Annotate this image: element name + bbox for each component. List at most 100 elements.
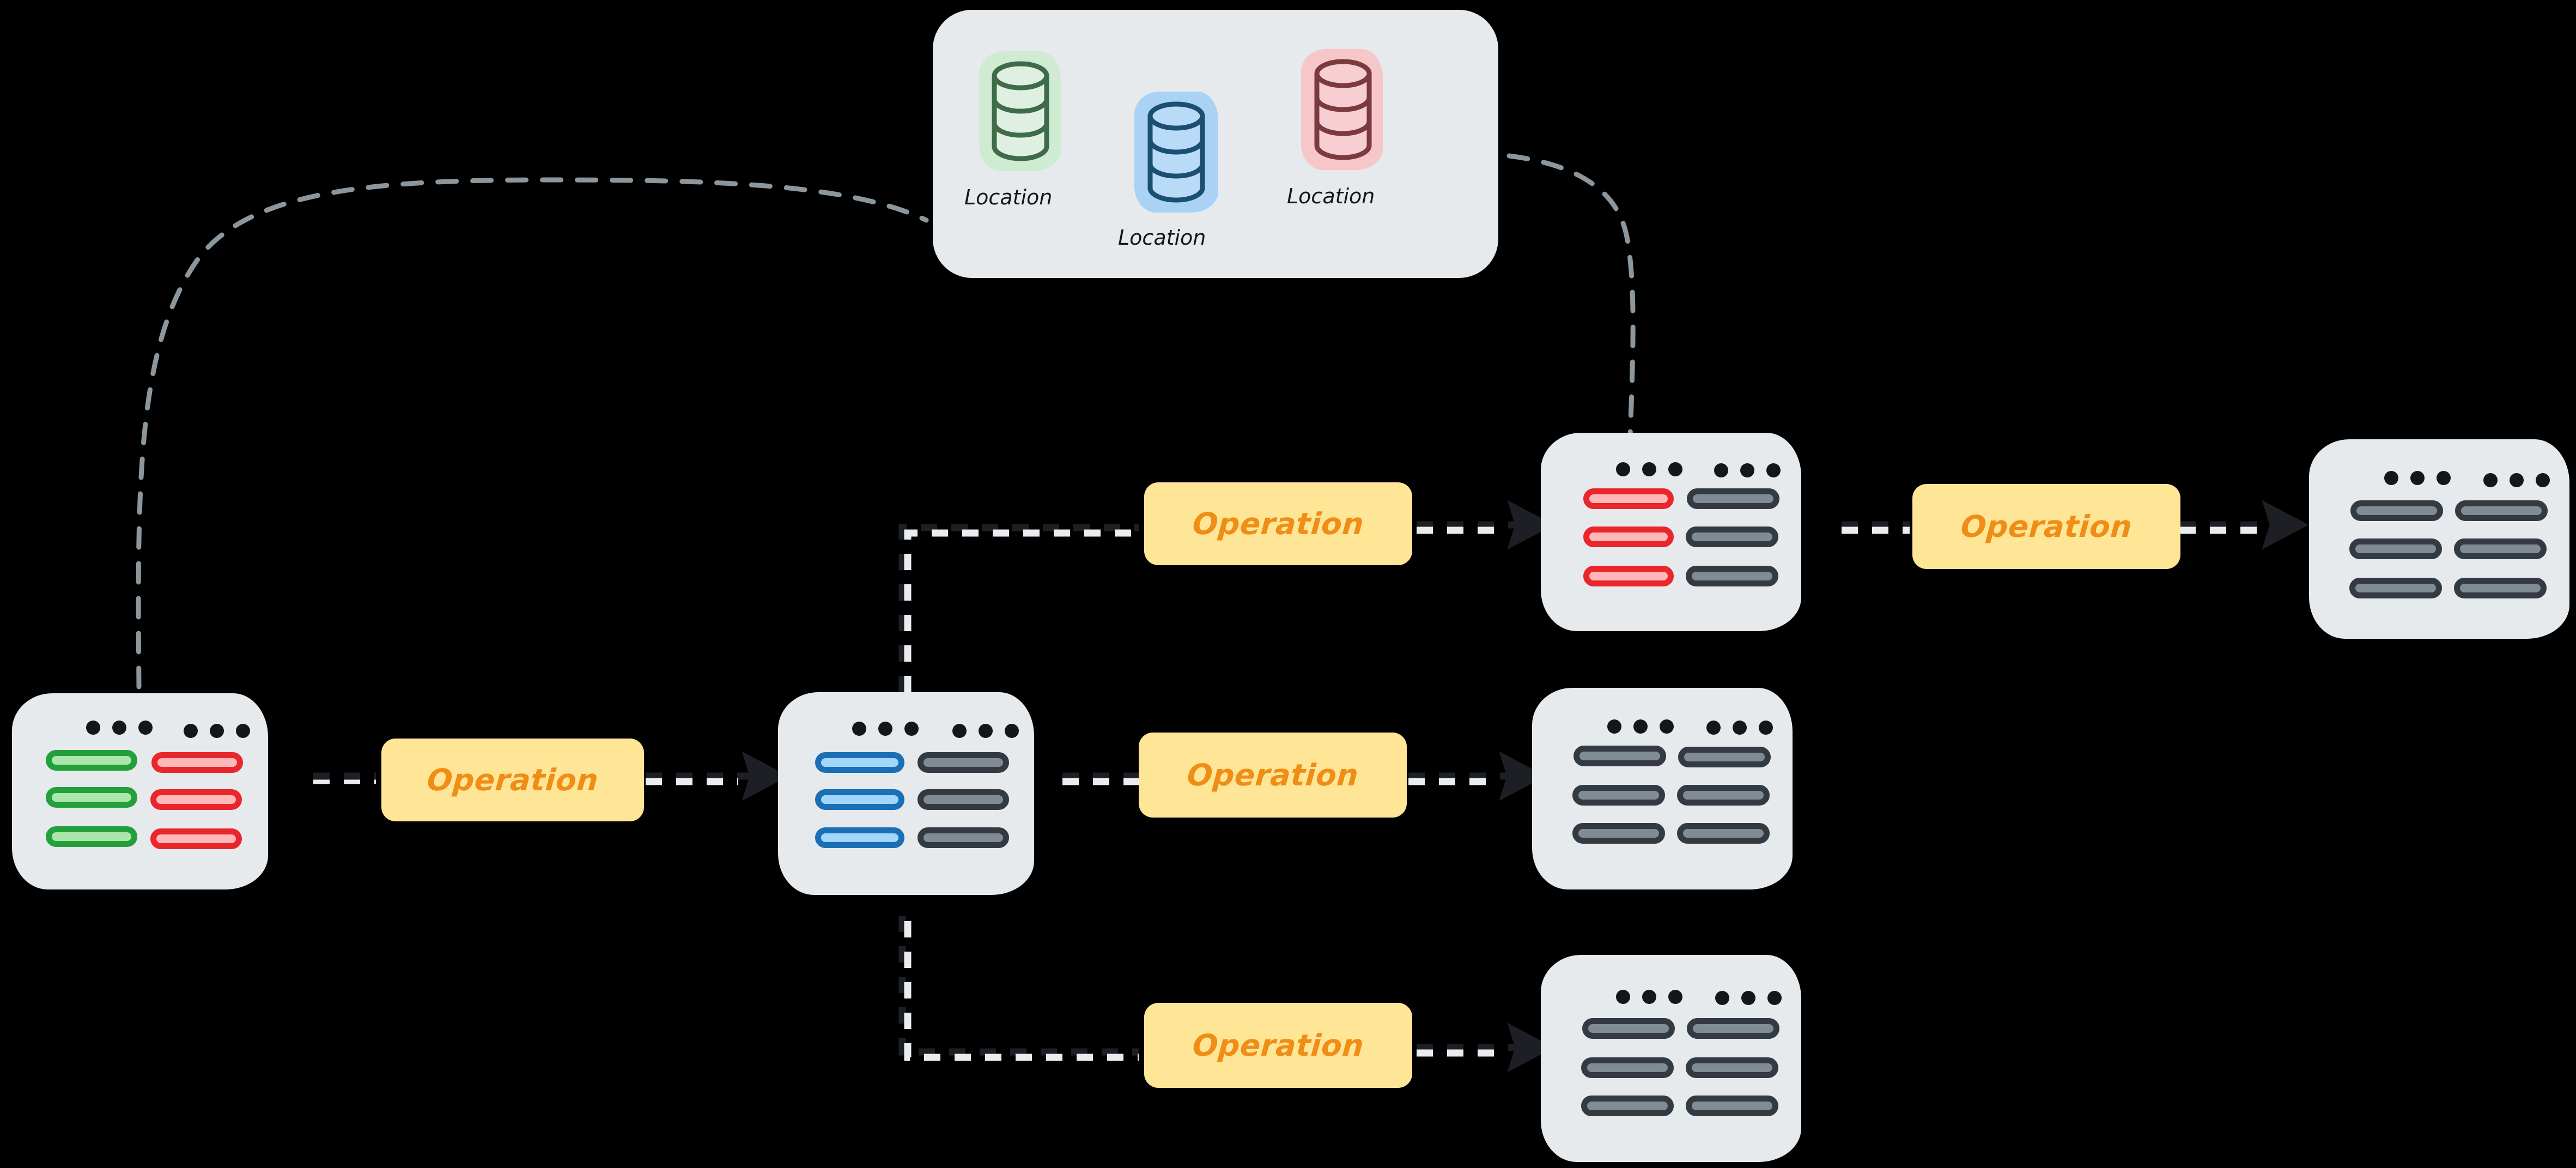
table-row[interactable] — [1686, 1096, 1778, 1116]
table-row[interactable] — [2455, 500, 2548, 521]
branch-top-table-card[interactable] — [1541, 433, 1801, 631]
source-table-card[interactable] — [12, 693, 268, 889]
column-header-left — [86, 721, 153, 735]
location-label-blue: Location — [1118, 226, 1206, 250]
header-dot — [2483, 473, 2498, 487]
header-dot — [1741, 991, 1755, 1005]
header-dot — [138, 721, 153, 735]
table-row[interactable] — [46, 787, 137, 808]
table-row[interactable] — [1686, 526, 1778, 547]
table-row[interactable] — [1687, 488, 1779, 509]
operation-label: Operation — [1186, 758, 1360, 792]
header-dot — [2536, 473, 2550, 487]
column-header-left — [1607, 719, 1674, 734]
header-dot — [1714, 463, 1728, 477]
column-header-right — [1706, 721, 1773, 735]
header-dot — [878, 722, 892, 736]
header-dot — [852, 722, 866, 736]
table-row[interactable] — [1677, 785, 1770, 806]
edge-stage-branch-up — [898, 524, 1139, 692]
header-dot — [1005, 724, 1019, 738]
header-dot — [1633, 719, 1648, 734]
table-row[interactable] — [1582, 1018, 1675, 1039]
branch-bottom-table-card[interactable] — [1541, 955, 1801, 1162]
header-dot — [184, 724, 198, 738]
operation-branch-middle[interactable]: Operation — [1139, 733, 1407, 818]
table-row[interactable] — [1686, 566, 1778, 586]
table-row[interactable] — [2350, 500, 2443, 521]
table-row[interactable] — [1581, 1096, 1674, 1116]
table-row[interactable] — [150, 789, 242, 810]
column-header-right — [2483, 473, 2550, 487]
table-row[interactable] — [815, 827, 904, 848]
branch-middle-table-card[interactable] — [1532, 688, 1793, 889]
table-row[interactable] — [1686, 1057, 1778, 1078]
header-dot — [1733, 721, 1747, 735]
table-row[interactable] — [918, 827, 1009, 848]
table-row[interactable] — [2454, 538, 2547, 559]
locations-card[interactable]: Location Location Location — [933, 10, 1498, 278]
edge-stage-branch-down — [898, 916, 1139, 1056]
location-label-green: Location — [964, 185, 1053, 209]
column-header-left — [852, 722, 919, 736]
operation-source-to-stage[interactable]: Operation — [381, 739, 644, 821]
table-row[interactable] — [2454, 578, 2547, 598]
header-dot — [1642, 462, 1656, 476]
table-row[interactable] — [2349, 538, 2442, 559]
table-row[interactable] — [151, 752, 243, 773]
column-header-right — [184, 724, 250, 738]
table-row[interactable] — [1678, 747, 1771, 767]
table-row[interactable] — [2349, 578, 2442, 598]
header-dot — [2384, 471, 2398, 485]
header-dot — [2510, 473, 2524, 487]
database-icon-blue — [1147, 101, 1205, 203]
stage-table-card[interactable] — [778, 692, 1034, 895]
header-dot — [1668, 462, 1682, 476]
header-dot — [236, 724, 250, 738]
table-row[interactable] — [1572, 785, 1665, 806]
operation-label: Operation — [1959, 509, 2134, 544]
final-table-card[interactable] — [2309, 439, 2569, 639]
header-dot — [1607, 719, 1621, 734]
header-dot — [952, 724, 967, 738]
column-header-left — [2384, 471, 2451, 485]
column-header-right — [952, 724, 1019, 738]
table-row[interactable] — [1581, 1057, 1674, 1078]
column-header-left — [1616, 462, 1682, 476]
header-dot — [979, 724, 993, 738]
header-dot — [1715, 991, 1729, 1005]
edge-stage-branch-up-highlight — [904, 529, 1139, 692]
header-dot — [86, 721, 100, 735]
header-dot — [1767, 991, 1782, 1005]
table-row[interactable] — [1573, 746, 1666, 766]
table-row[interactable] — [46, 826, 137, 847]
location-label-pink: Location — [1287, 184, 1375, 208]
table-row[interactable] — [46, 750, 137, 771]
operation-label: Operation — [1191, 1028, 1365, 1063]
table-row[interactable] — [815, 752, 904, 773]
table-row[interactable] — [918, 789, 1009, 810]
column-header-right — [1714, 463, 1781, 477]
operation-final[interactable]: Operation — [1912, 484, 2180, 569]
header-dot — [2437, 471, 2451, 485]
operation-branch-bottom[interactable]: Operation — [1144, 1003, 1412, 1088]
operation-label: Operation — [426, 762, 600, 797]
table-row[interactable] — [918, 752, 1009, 773]
header-dot — [904, 722, 919, 736]
header-dot — [1766, 463, 1781, 477]
table-row[interactable] — [1583, 488, 1674, 509]
header-dot — [1642, 990, 1656, 1004]
table-row[interactable] — [1687, 1018, 1779, 1039]
table-row[interactable] — [150, 828, 242, 849]
table-row[interactable] — [1583, 566, 1674, 586]
table-row[interactable] — [1583, 526, 1674, 547]
operation-label: Operation — [1191, 506, 1365, 541]
table-row[interactable] — [1677, 823, 1770, 844]
header-dot — [1706, 721, 1721, 735]
operation-branch-top[interactable]: Operation — [1144, 482, 1412, 565]
table-row[interactable] — [815, 789, 904, 810]
table-row[interactable] — [1572, 823, 1665, 844]
column-header-left — [1616, 990, 1682, 1004]
edge-source-to-locations — [136, 177, 929, 689]
